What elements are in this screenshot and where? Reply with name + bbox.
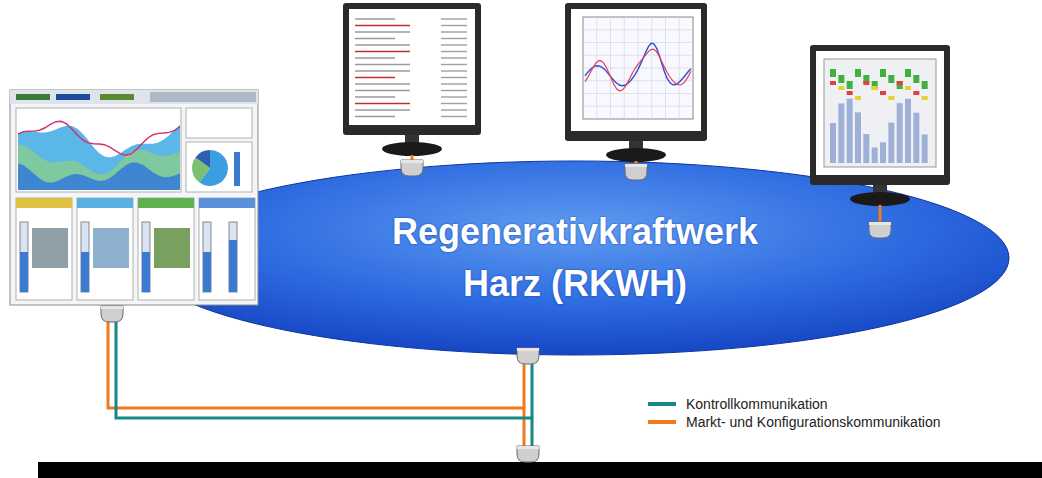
cable-stub: [635, 161, 638, 164]
plant-title: Regenerativkraftwerk Harz (RKWH): [365, 206, 785, 310]
legend-entry: Markt- und Konfigurationskommunikation: [648, 413, 940, 431]
monitor: [810, 45, 950, 206]
legend-entry: Kontrollkommunikation: [648, 395, 940, 413]
dashboard-screenshot: [10, 90, 258, 305]
ellipse-outline: [140, 160, 1010, 356]
communication-wire: [531, 364, 534, 418]
legend: KontrollkommunikationMarkt- und Konfigur…: [648, 395, 940, 431]
connector-plug: [101, 306, 123, 322]
communication-wire: [523, 364, 526, 408]
connector-plug: [625, 164, 647, 180]
monitor: [343, 3, 481, 156]
legend-label: Markt- und Konfigurationskommunikation: [686, 414, 940, 430]
connector-plug: [517, 446, 539, 462]
cable-stub: [411, 155, 414, 160]
bus-bar: [38, 462, 1042, 478]
connector-plug: [869, 222, 891, 238]
legend-label: Kontrollkommunikation: [686, 396, 828, 412]
monitor: [565, 3, 707, 162]
legend-swatch: [648, 402, 676, 406]
connector-plug: [517, 348, 539, 364]
connector-plug: [401, 160, 423, 176]
plant-ellipse: Regenerativkraftwerk Harz (RKWH): [140, 160, 1010, 356]
cable-stub: [879, 205, 882, 222]
legend-swatch: [648, 420, 676, 424]
